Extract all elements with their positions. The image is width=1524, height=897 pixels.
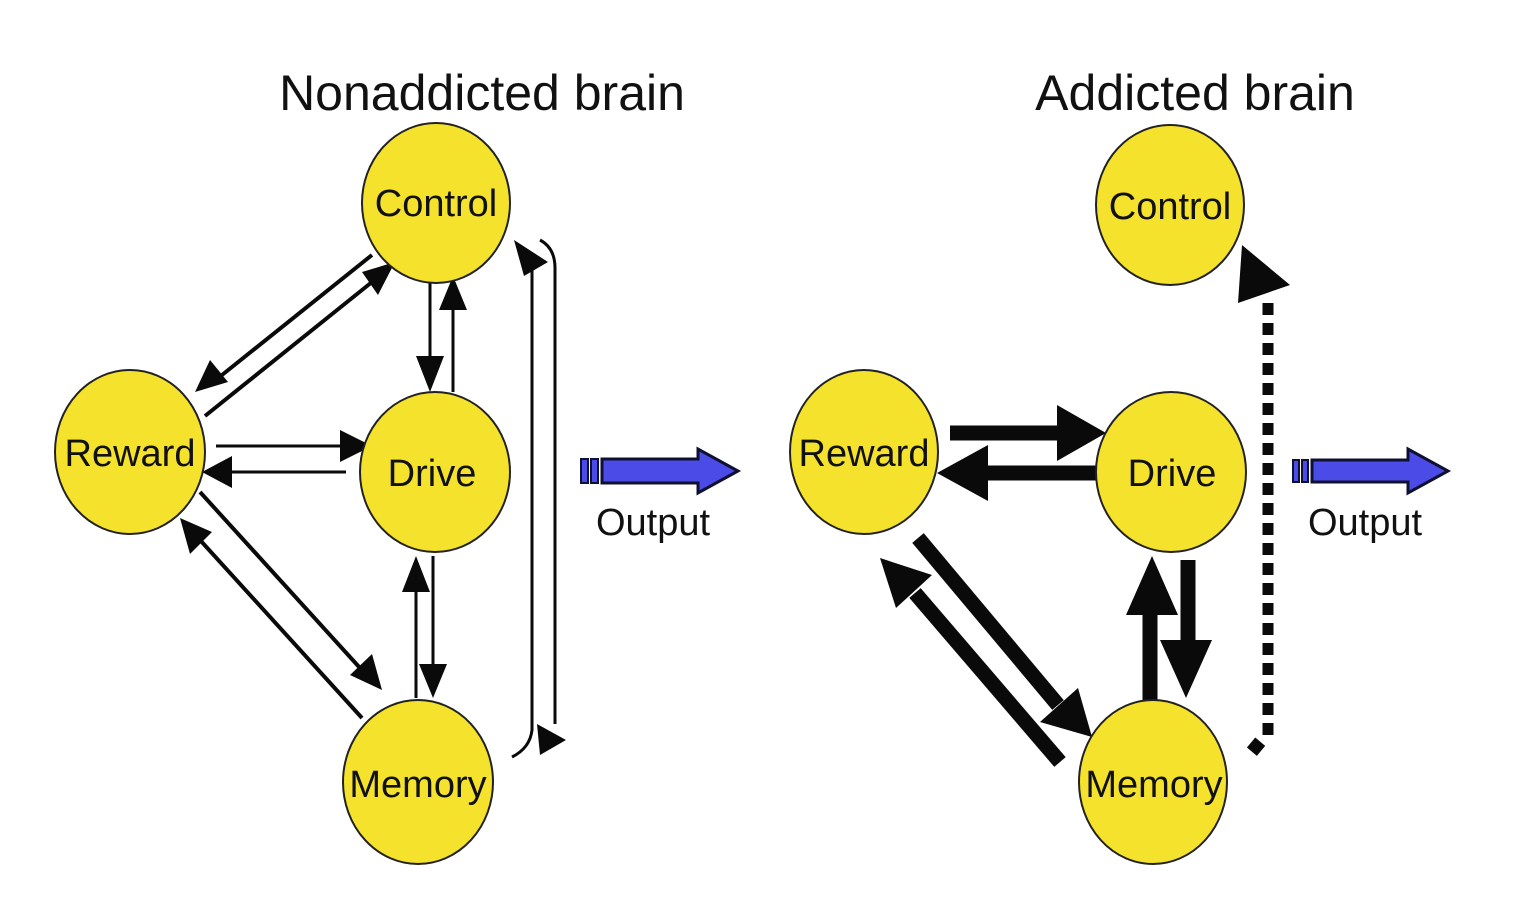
node-reward: Reward — [54, 369, 206, 535]
panel-addicted: Addicted brain C — [789, 65, 1452, 865]
node-reward: Reward — [789, 369, 939, 535]
edge-memory-to-reward — [198, 538, 364, 720]
node-label-reward: Reward — [799, 433, 930, 475]
edge-reward-to-memory — [912, 533, 1064, 710]
edges-nonaddicted — [180, 238, 566, 759]
edge-memory-to-reward — [909, 588, 1066, 767]
edge-reward-to-control — [203, 280, 374, 418]
node-control: Control — [361, 122, 511, 284]
arrowhead-drive-to-reward — [937, 445, 988, 501]
arrowhead-memory-to-reward — [180, 518, 212, 554]
arrowhead-reward-to-control — [362, 262, 395, 295]
node-label-memory: Memory — [349, 764, 486, 806]
output-label-addicted: Output — [1308, 502, 1423, 544]
arrowhead-memory-to-drive — [402, 556, 430, 592]
panel-nonaddicted: Nonaddicted brain — [54, 65, 742, 865]
panel-title-nonaddicted: Nonaddicted brain — [279, 65, 685, 121]
arrowhead-reward-to-memory — [1040, 688, 1092, 737]
arrowhead-memory-to-drive — [1126, 556, 1178, 615]
arrowhead-control-to-memory — [537, 724, 566, 755]
edge-control-to-memory — [539, 238, 557, 724]
node-drive: Drive — [359, 391, 511, 553]
node-label-control: Control — [375, 183, 498, 225]
node-label-drive: Drive — [388, 453, 477, 495]
node-label-drive: Drive — [1128, 453, 1217, 495]
dot-memory-end — [1246, 737, 1266, 756]
arrowhead-control-to-drive — [416, 356, 444, 392]
node-control: Control — [1095, 124, 1245, 286]
node-label-memory: Memory — [1085, 764, 1222, 806]
arrowhead-drive-to-memory — [419, 664, 447, 698]
node-memory: Memory — [1078, 699, 1228, 865]
node-label-control: Control — [1109, 186, 1232, 228]
arrowhead-drive-to-reward — [202, 456, 232, 488]
arrowhead-reward-to-memory — [350, 654, 382, 690]
arrowhead-memory-to-reward — [880, 558, 932, 608]
node-label-reward: Reward — [65, 433, 196, 475]
output-label-nonaddicted: Output — [596, 502, 711, 544]
output-arrow-addicted — [1292, 446, 1452, 496]
edge-control-to-reward — [220, 253, 374, 377]
panel-title-addicted: Addicted brain — [1035, 65, 1355, 121]
node-memory: Memory — [342, 699, 494, 865]
edges-addicted — [880, 245, 1290, 767]
arrowhead-drive-to-memory — [1160, 640, 1212, 698]
arrowhead-memory-to-control — [514, 240, 548, 276]
arrowhead-memory-to-control — [1238, 245, 1290, 303]
edge-memory-to-control — [511, 268, 534, 759]
arrowhead-reward-to-drive — [1057, 405, 1106, 461]
output-arrow-nonaddicted — [580, 446, 742, 496]
arrowhead-control-to-reward — [195, 360, 228, 392]
edge-reward-to-memory — [198, 490, 362, 670]
arrowhead-reward-to-drive — [340, 430, 372, 462]
node-drive: Drive — [1095, 391, 1247, 553]
arrowhead-drive-to-control — [439, 276, 467, 310]
